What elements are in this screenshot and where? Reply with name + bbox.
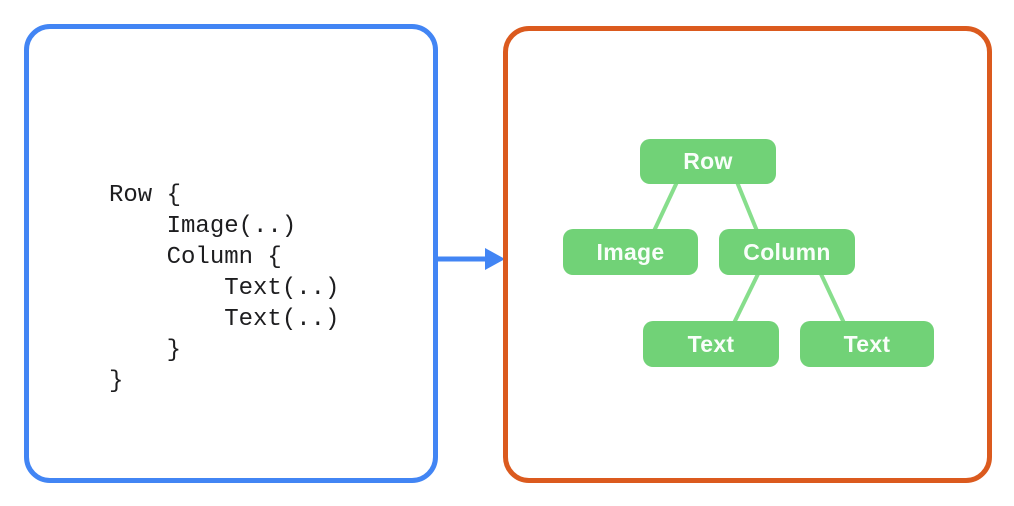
code-line: Text(..) — [109, 275, 340, 302]
tree-node-label: Text — [843, 330, 891, 357]
tree-edge — [732, 273, 760, 324]
tree-node-column: Column — [719, 229, 855, 275]
code-line: Column { — [109, 244, 282, 271]
code-line: Text(..) — [109, 306, 340, 333]
tree-edge — [819, 273, 846, 324]
tree-node-row: Row — [640, 139, 776, 184]
tree-edges — [652, 181, 846, 324]
tree-node-label: Text — [687, 330, 735, 357]
tree-node-label: Row — [683, 148, 733, 174]
code-line: Row { — [109, 182, 182, 209]
tree-edge — [735, 181, 759, 232]
tree-node-label: Column — [743, 238, 831, 265]
arrow-right-icon — [436, 248, 505, 270]
code-line: } — [109, 368, 124, 395]
tree-node-image: Image — [563, 229, 698, 275]
code-line: } — [109, 337, 182, 364]
tree-node-label: Image — [596, 238, 665, 265]
tree-edge — [652, 181, 679, 232]
tree-node-text-right: Text — [800, 321, 934, 367]
tree-panel: Row Image Column Text Text — [503, 26, 992, 483]
tree-node-text-left: Text — [643, 321, 779, 367]
code-line: Image(..) — [109, 213, 297, 240]
code-block: Row { Image(..) Column { Text(..) Text(.… — [109, 180, 339, 397]
code-panel: Row { Image(..) Column { Text(..) Text(.… — [24, 24, 438, 483]
